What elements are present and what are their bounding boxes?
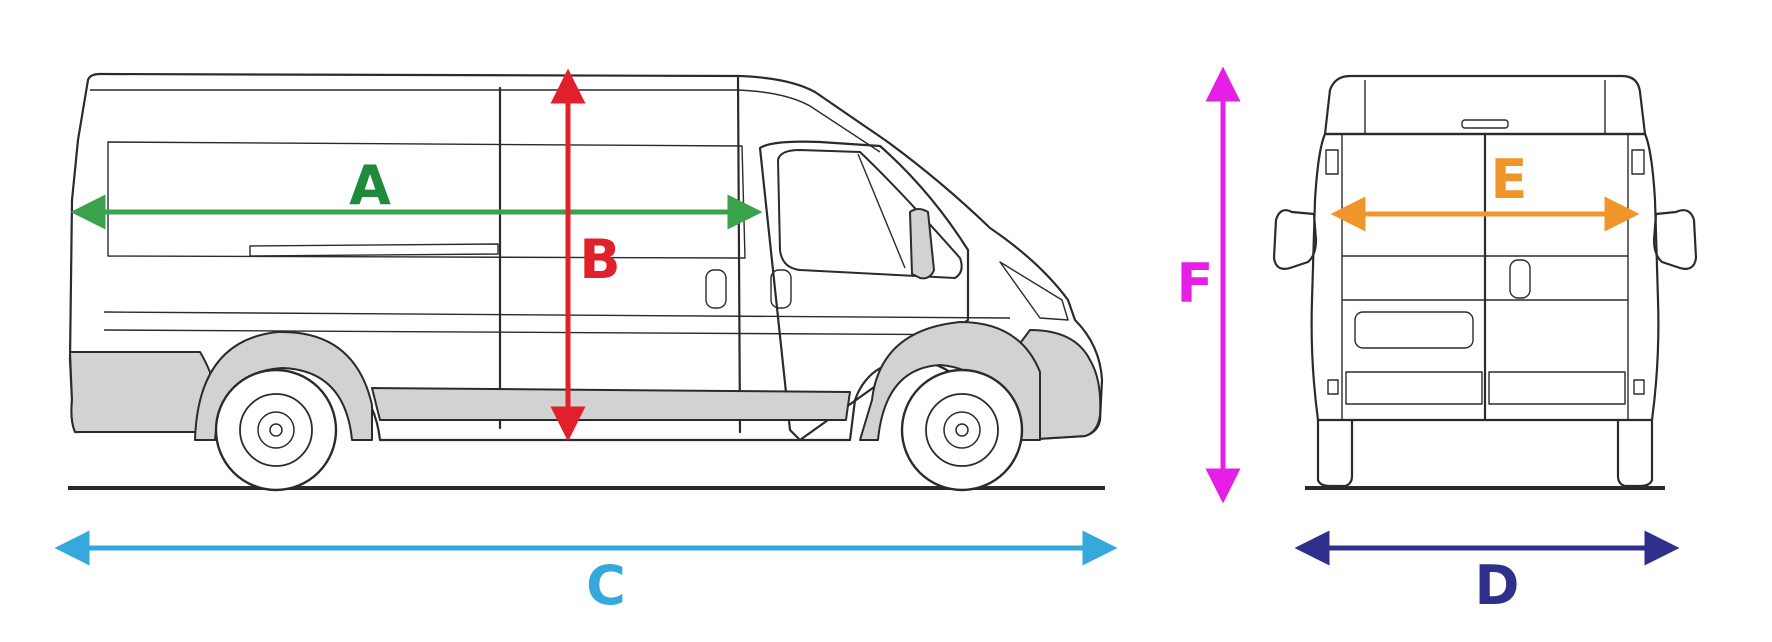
cab-door-handle-icon [770, 269, 792, 309]
license-plate-recess [1354, 311, 1474, 349]
headlight-icon [999, 261, 1069, 321]
rear-light-left-icon [1325, 149, 1339, 175]
rear-bumper-right [1488, 371, 1626, 405]
rear-door-handle-icon [1509, 259, 1531, 299]
cab-door-outline [758, 140, 970, 442]
rear-bumper-left [1345, 371, 1483, 405]
rear-reflector-right-icon [1633, 379, 1645, 395]
rear-mirror-right-icon [1652, 209, 1698, 270]
cab-window [776, 148, 963, 280]
dimension-label-a: A [349, 154, 391, 217]
dimension-label-f: F [1177, 252, 1214, 315]
rear-brake-light-icon [1461, 119, 1509, 129]
rear-view-van [1272, 74, 1698, 490]
side-upper-panel [107, 141, 746, 259]
dimension-label-e: E [1491, 148, 1528, 211]
front-wheel-icon [900, 368, 1024, 492]
cab-window-divider [857, 153, 906, 269]
side-skirt [371, 387, 851, 421]
sliding-door-handle-icon [705, 269, 727, 309]
side-rear-bumper [69, 351, 213, 433]
rear-roof [1323, 74, 1647, 136]
side-mirror-icon [909, 208, 935, 280]
dimension-label-d: D [1475, 554, 1520, 617]
rear-tyre-right-icon [1616, 418, 1654, 488]
side-belt-line [103, 311, 1011, 319]
rear-wheel-icon [214, 368, 338, 492]
rear-mirror-left-icon [1272, 209, 1318, 270]
side-roof-line [90, 89, 881, 153]
side-belt-line-2 [103, 329, 1011, 336]
rear-light-right-icon [1631, 149, 1645, 175]
sliding-door-rail [249, 243, 499, 257]
side-view-van [68, 72, 1105, 492]
rear-tyre-left-icon [1316, 418, 1354, 488]
dimension-label-b: B [579, 228, 620, 291]
dimension-label-c: C [586, 554, 626, 617]
rear-reflector-left-icon [1327, 379, 1339, 395]
sliding-door-front-edge [736, 76, 742, 434]
